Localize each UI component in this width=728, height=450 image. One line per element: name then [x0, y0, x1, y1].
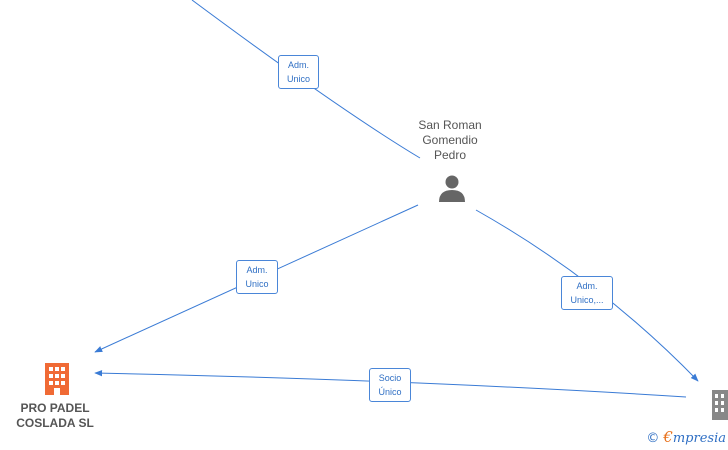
watermark: ©€mpresia: [646, 428, 726, 446]
edge-label-line: Socio: [378, 373, 402, 383]
edge-label-line: Unico: [286, 74, 310, 84]
person-icon[interactable]: [437, 173, 467, 203]
edge-label-line: Adm.: [287, 60, 309, 70]
person-name[interactable]: San Roman Gomendio Pedro: [405, 118, 495, 163]
edge-label-line: Único: [378, 387, 402, 397]
edge-line-top-to-person: [191, 0, 421, 159]
edge-label-person-to-main[interactable]: Adm. Unico: [236, 260, 278, 294]
edge-label-other-to-main[interactable]: Socio Único: [369, 368, 411, 402]
edge-label-line: Unico: [245, 279, 269, 289]
company-name[interactable]: PRO PADEL COSLADA SL: [5, 401, 105, 431]
building-icon[interactable]: [42, 361, 72, 395]
edge-label-top-to-person[interactable]: Adm. Unico: [278, 55, 319, 89]
person-name-line: San Roman: [418, 118, 482, 132]
copyright-symbol: ©: [646, 431, 660, 446]
edge-label-person-to-other[interactable]: Adm. Unico,...: [561, 276, 613, 310]
company-name-line: COSLADA SL: [16, 416, 94, 430]
brand-name: mpresia: [672, 431, 726, 446]
edge-label-line: Unico,...: [570, 295, 604, 305]
edge-label-line: Adm.: [246, 265, 268, 275]
company-name-line: PRO PADEL: [20, 401, 90, 415]
brand-initial: €: [663, 428, 673, 446]
person-name-line: Gomendio: [422, 133, 478, 147]
person-name-line: Pedro: [433, 148, 467, 162]
edge-label-line: Adm.: [576, 281, 598, 291]
building-icon[interactable]: [712, 390, 728, 420]
